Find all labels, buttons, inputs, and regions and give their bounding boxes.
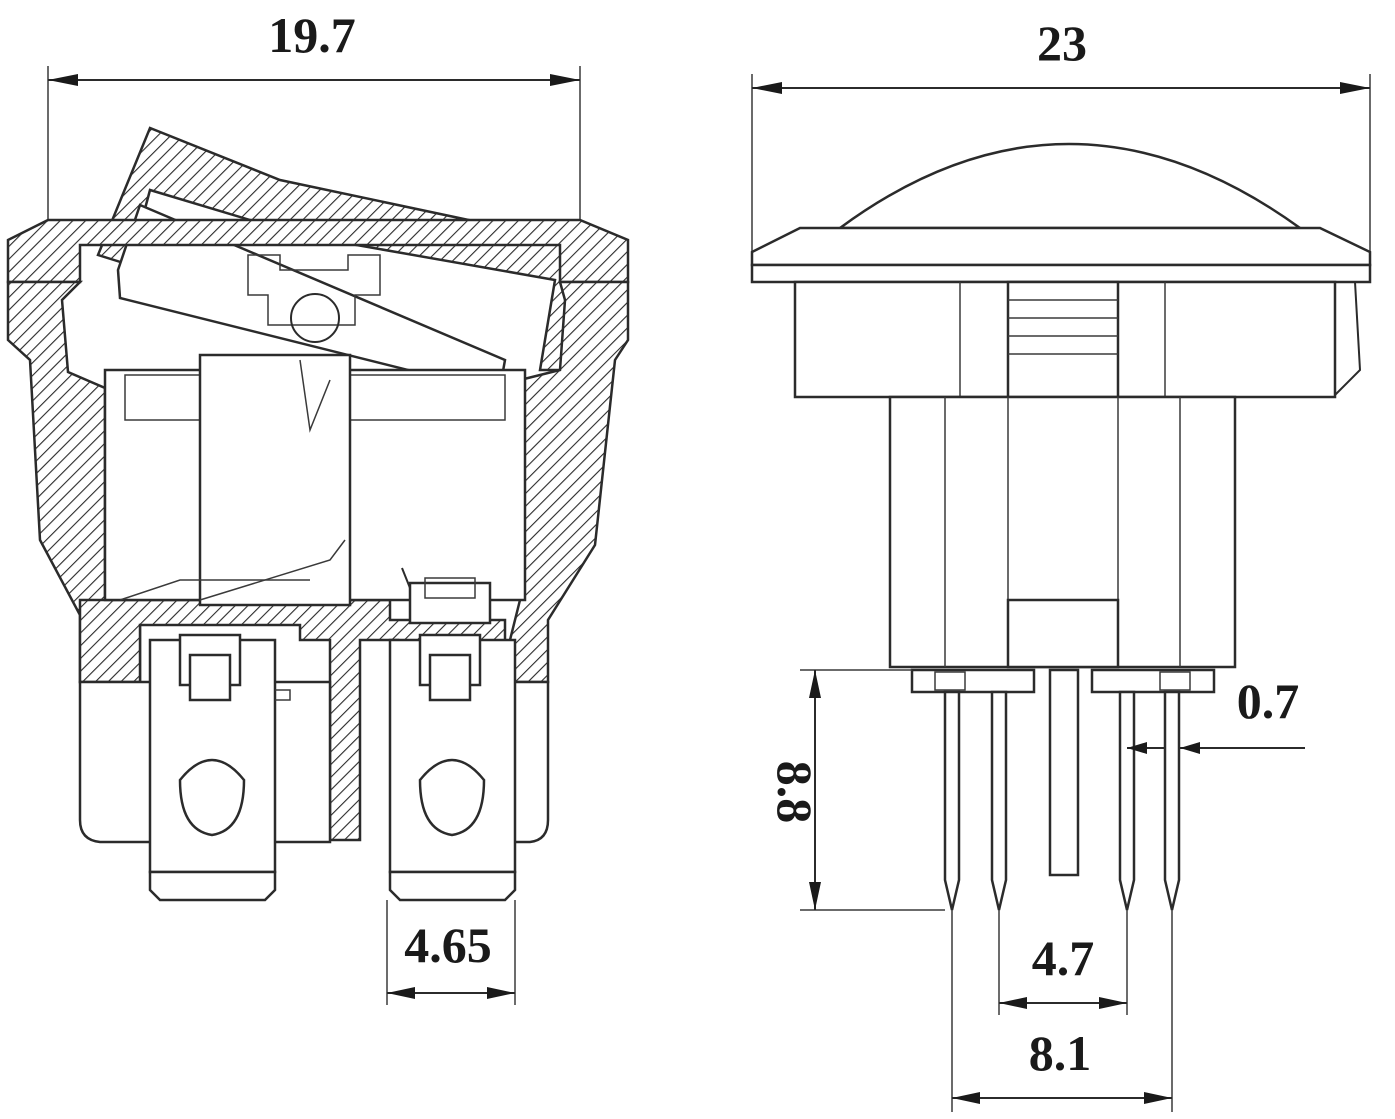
- dim-label-4-65: 4.65: [404, 917, 492, 973]
- dim-label-4-7: 4.7: [1032, 930, 1095, 986]
- dimension-terminal-width: 4.65: [386, 900, 516, 1005]
- front-elevation-view: 23: [750, 15, 1372, 1112]
- dimension-outer-spacing: 8.1: [951, 910, 1173, 1112]
- pivot-pin: [290, 293, 340, 343]
- dimension-width-right: 23: [751, 15, 1371, 255]
- dimension-width-left: 19.7: [47, 7, 581, 228]
- lower-body: [888, 395, 1237, 669]
- dim-label-19-7: 19.7: [268, 7, 356, 63]
- pin-base: [910, 668, 1216, 694]
- dim-label-23: 23: [1037, 15, 1087, 71]
- dimension-inner-spacing: 4.7: [998, 910, 1128, 1015]
- rocker-cap: [96, 126, 612, 390]
- dimension-pin-height: 8.8: [767, 669, 945, 911]
- dim-label-8-8: 8.8: [767, 761, 823, 824]
- dim-label-8-1: 8.1: [1029, 1025, 1092, 1081]
- dim-label-0-7: 0.7: [1237, 673, 1300, 729]
- terminal-block: [78, 633, 550, 902]
- dimension-pin-thickness: 0.7: [1127, 673, 1305, 754]
- pins: [943, 668, 1181, 911]
- dome-bezel: [750, 142, 1372, 284]
- inner-mechanism: [103, 254, 527, 625]
- side-section-view: 19.7: [6, 7, 630, 1005]
- switch-body: [793, 280, 1362, 399]
